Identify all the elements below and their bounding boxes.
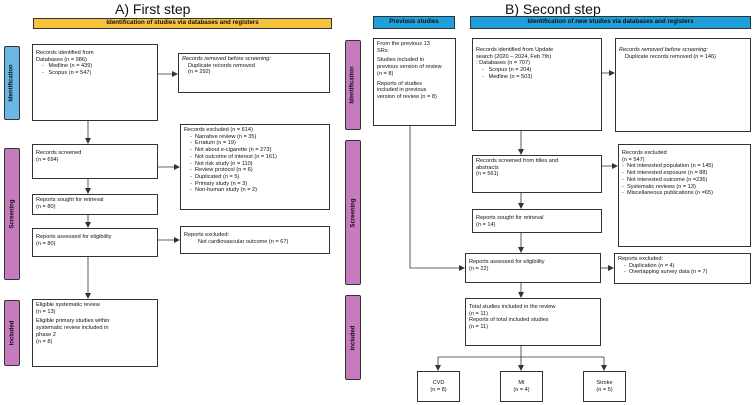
stage-screening-right: Screening [345, 140, 361, 285]
list-item: - Systematic reviews (n = 13) [622, 183, 696, 190]
list-item: - Duplication (n = 4) [624, 262, 675, 269]
new-studies-header: Identification of new studies via databa… [470, 16, 751, 29]
records-identified-box: Records identified from Databases (n = 9… [32, 44, 158, 121]
list-item: - Not about e-cigarette (n = 273) [190, 147, 272, 154]
update-reports-excluded-box: Reports excluded: - Duplication (n = 4) … [614, 253, 751, 284]
update-records-screened-box: Records screened from titles and abstrac… [472, 155, 602, 193]
stage-included-left: Included [4, 300, 20, 366]
reports-assessed-box: Reports assessed for eligibility (n = 80… [32, 228, 158, 257]
update-reports-sought-box: Reports sought for retrieval (n = 14) [472, 209, 602, 233]
stage-identification-right: Identification [345, 40, 361, 130]
list-item: - Erratum (n = 19) [190, 140, 236, 147]
list-item: - Not interested population (n = 145) [622, 163, 714, 170]
list-item: - Narrative review (n = 35) [190, 133, 257, 140]
stage-included-right: Included [345, 295, 361, 380]
records-screened-box: Records screened (n = 694) [32, 144, 158, 179]
stage-screening-left: Screening [4, 148, 20, 280]
list-item: - Duplicated (n = 5) [190, 173, 240, 180]
outcome-stroke-box: Stroke (n = 5) [583, 371, 626, 402]
list-item: - Non-human study (n = 2) [190, 187, 258, 194]
reports-sought-box: Reports sought for retrieval (n = 80) [32, 194, 158, 215]
total-included-box: Total studies included in the review (n … [465, 298, 601, 346]
first-step-header: Identification of studies via databases … [33, 18, 332, 29]
eligible-studies-box: Eligible systematic review (n = 13) Elig… [32, 299, 158, 367]
list-item: - Not interested exposure (n = 88) [622, 170, 708, 177]
reports-excluded-box: Reports excluded: Not cardiovascular out… [180, 226, 330, 254]
outcome-cvd-box: CVD (n = 8) [417, 371, 460, 402]
update-records-identified-box: Records identified from Update search (2… [472, 38, 602, 131]
list-item: - Review protocol (n = 6) [190, 167, 253, 174]
previous-studies-header: Previous studies [373, 16, 455, 29]
update-records-removed-box: Records removed before screening: Duplic… [615, 38, 751, 132]
previous-studies-box: From the previous 13 SRs: Studies includ… [373, 38, 456, 126]
update-records-excluded-box: Records excluded (n = 547) - Not interes… [618, 144, 751, 247]
stage-identification-left: Identification [4, 46, 20, 120]
first-step-title: A) First step [115, 1, 191, 17]
records-excluded-box: Records excluded (n = 614) - Narrative r… [180, 124, 330, 210]
records-removed-box: Records removed before screening: Duplic… [178, 53, 330, 93]
update-reports-assessed-box: Reports assessed for eligibility (n = 22… [465, 253, 601, 283]
second-step-title: B) Second step [505, 1, 601, 17]
list-item: - Primary study (n = 3) [190, 180, 248, 187]
outcome-mi-box: MI (n = 4) [500, 371, 543, 402]
list-item: - Not risk study (n = 110) [190, 160, 253, 167]
list-item: - Overlapping survey data (n = 7) [624, 269, 708, 276]
list-item: - Miscellaneous publications (n =65) [622, 190, 713, 197]
list-item: - Not interested outcome (n =236) [622, 176, 708, 183]
list-item: - Not outcome of interest (n = 161) [190, 153, 277, 160]
